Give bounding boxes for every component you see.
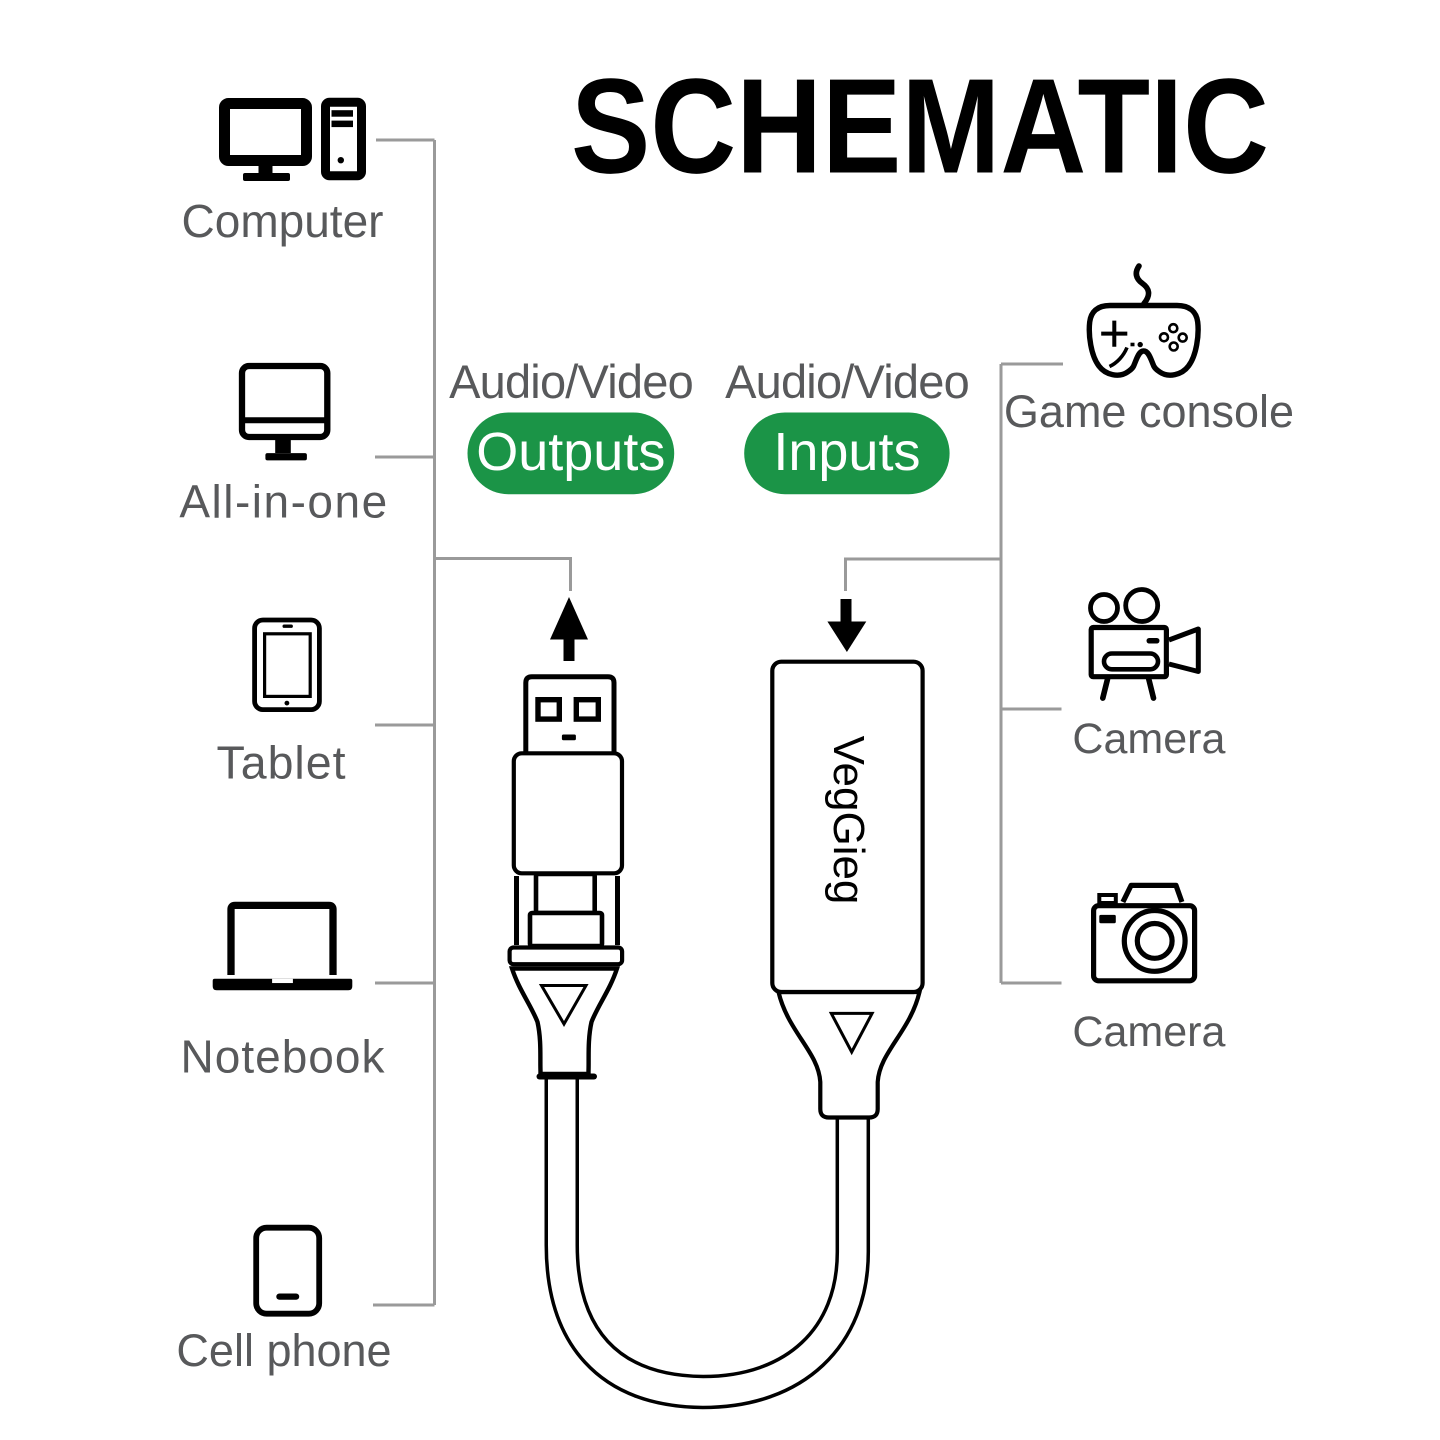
svg-text:Outputs: Outputs (476, 422, 665, 482)
svg-text:SCHEMATIC: SCHEMATIC (571, 51, 1269, 202)
svg-text:Cell phone: Cell phone (176, 1325, 391, 1376)
svg-text:VegGieg: VegGieg (824, 736, 873, 905)
svg-text:Inputs: Inputs (773, 422, 920, 482)
svg-text:All-in-one: All-in-one (179, 476, 388, 528)
svg-text:Game console: Game console (1004, 386, 1294, 437)
svg-text:Audio/Video: Audio/Video (449, 355, 693, 408)
svg-text:Tablet: Tablet (216, 737, 346, 789)
svg-text:Computer: Computer (182, 195, 384, 247)
svg-text:Camera: Camera (1072, 1008, 1225, 1056)
svg-text:Camera: Camera (1072, 715, 1225, 763)
svg-text:Audio/Video: Audio/Video (725, 355, 969, 408)
svg-text:Notebook: Notebook (181, 1031, 386, 1083)
